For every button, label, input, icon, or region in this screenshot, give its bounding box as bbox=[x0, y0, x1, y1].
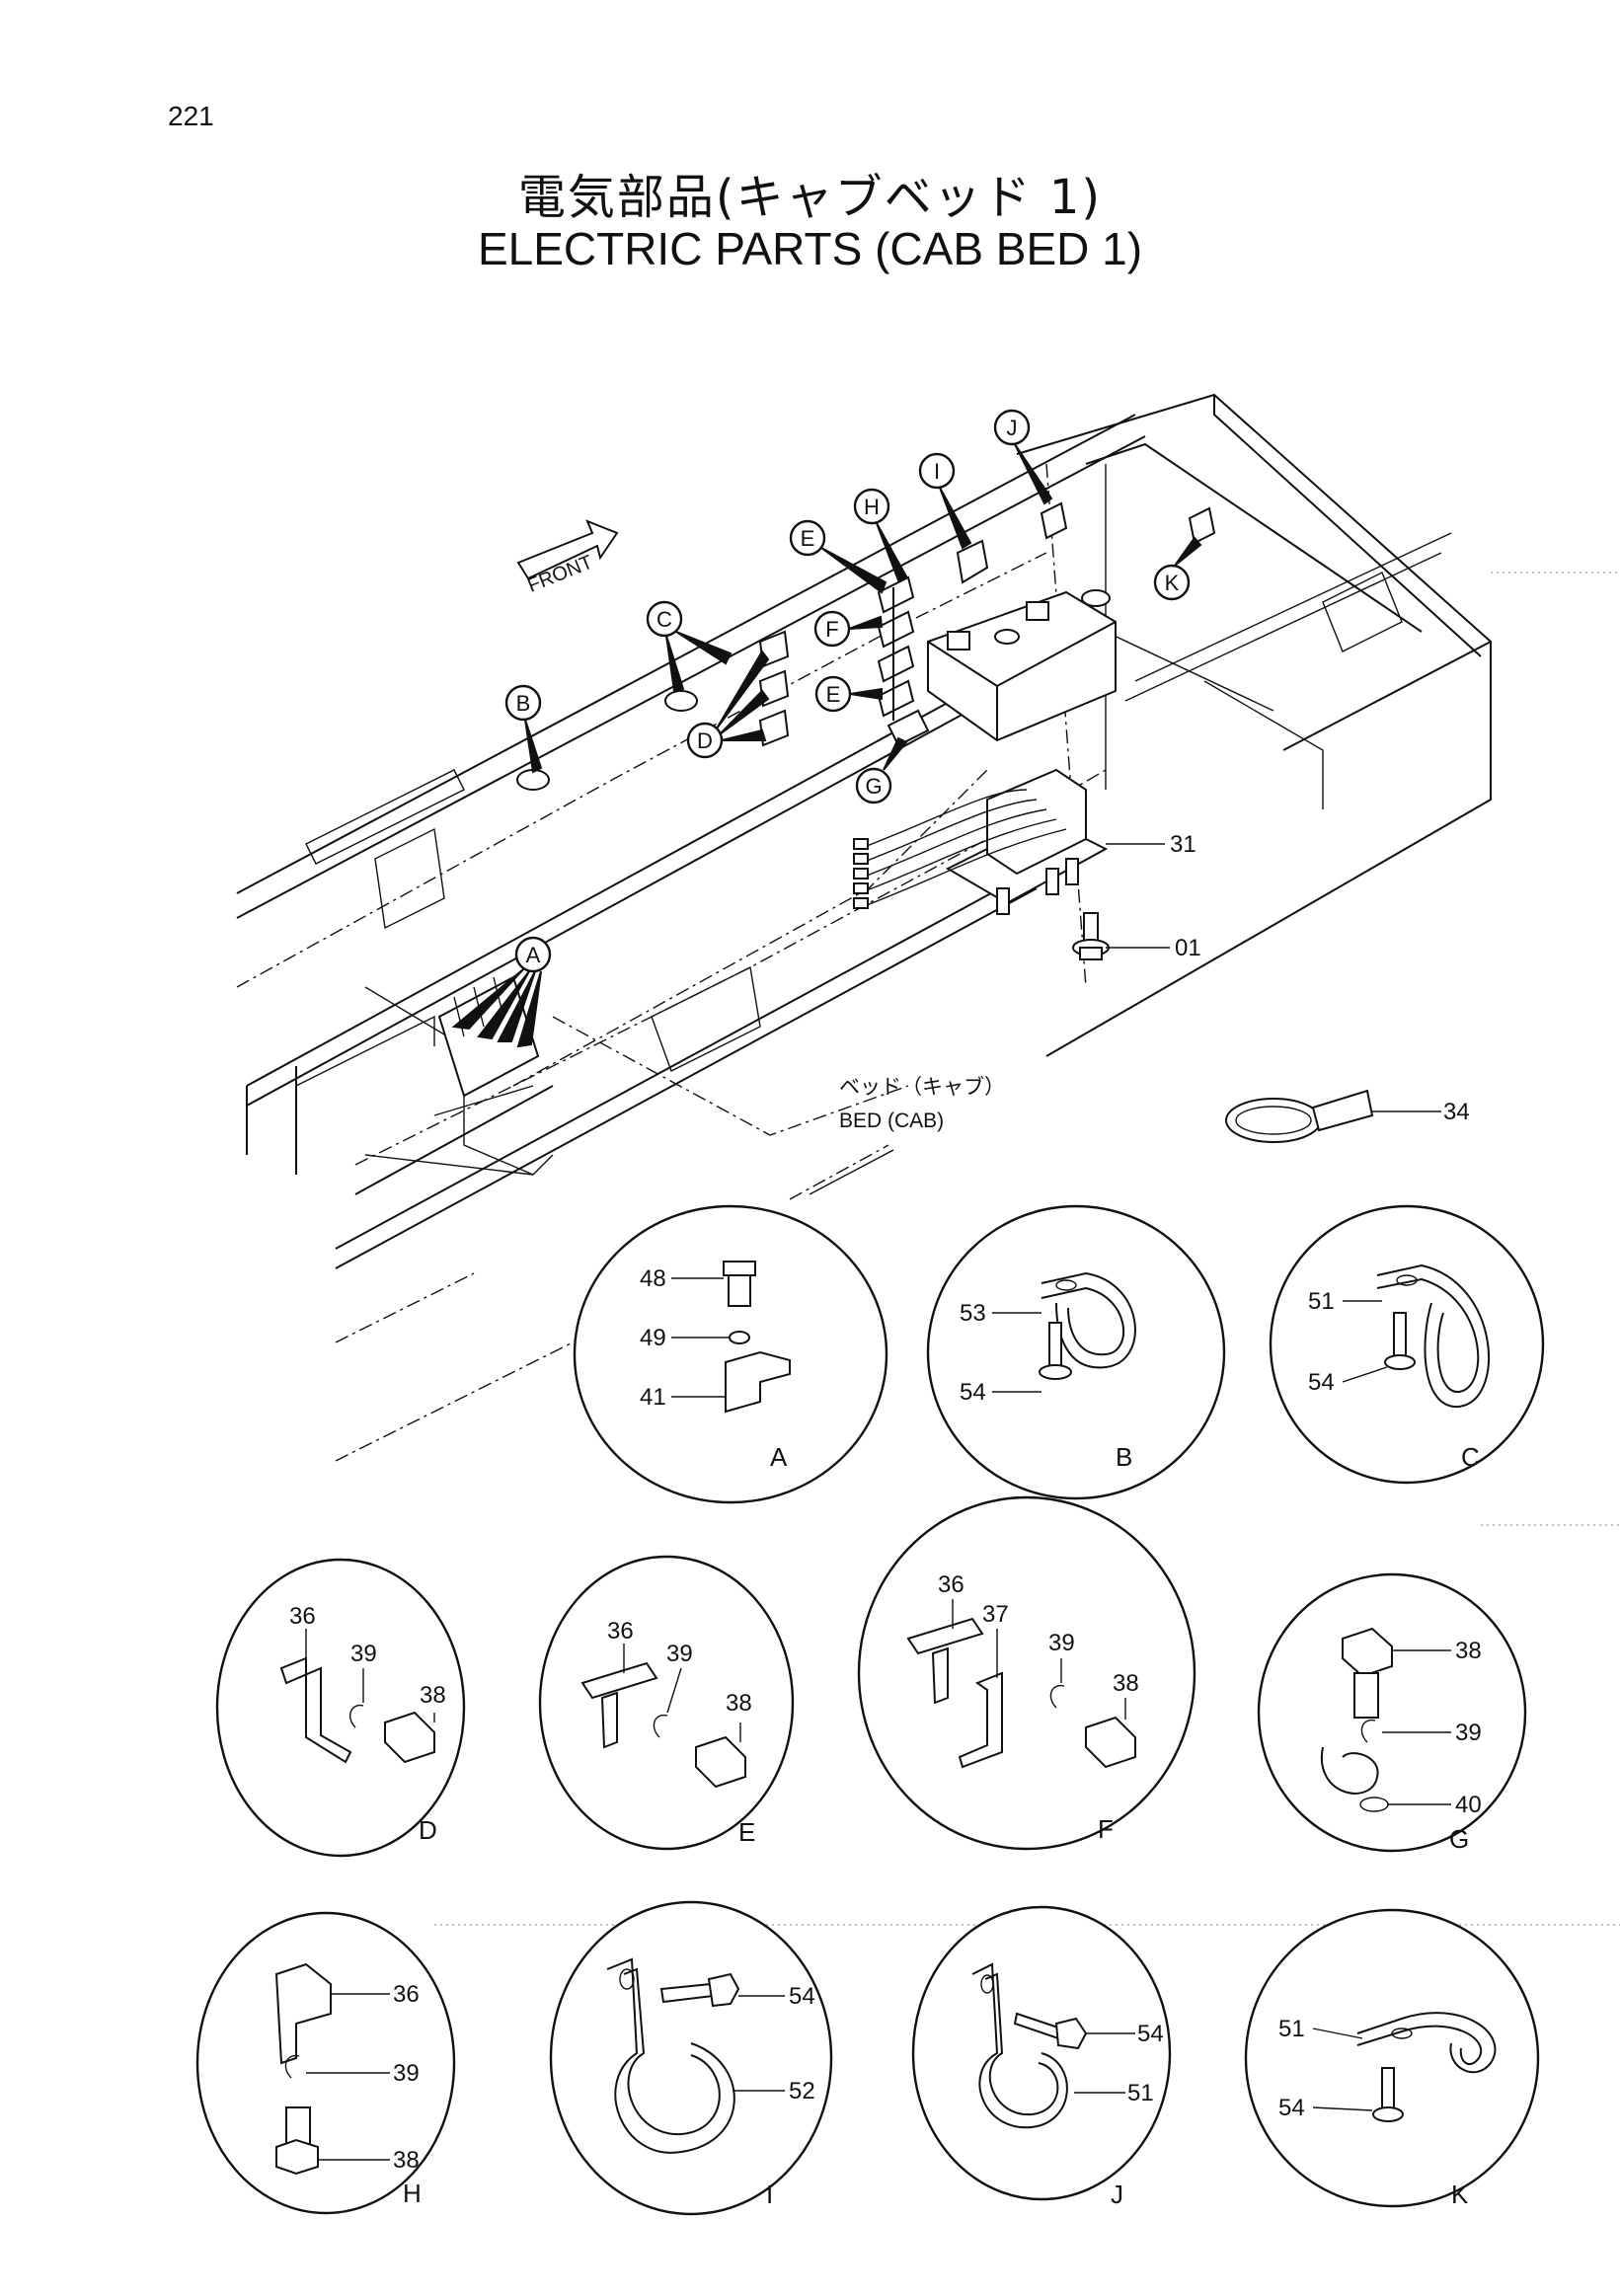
callout-j: J bbox=[1007, 416, 1018, 440]
detail-j: 54 51 J bbox=[911, 1905, 1172, 2209]
part-34-label: 34 bbox=[1443, 1099, 1470, 1125]
terminal-stack bbox=[877, 575, 930, 747]
callout-e-top: E bbox=[801, 526, 815, 551]
clamp-group-d bbox=[758, 630, 790, 747]
detail-j-tag: J bbox=[1111, 2180, 1123, 2209]
detail-k-tag: K bbox=[1451, 2180, 1469, 2209]
detail-h: 36 39 38 H bbox=[195, 1911, 456, 2215]
page-title-english: ELECTRIC PARTS (CAB BED 1) bbox=[477, 223, 1143, 274]
detail-a-tag: A bbox=[770, 1442, 788, 1472]
detail-h-part-39: 39 bbox=[393, 2060, 420, 2087]
bed-label-jp: ベッド（キャブ） bbox=[839, 1076, 1005, 1099]
detail-d-tag: D bbox=[419, 1815, 437, 1845]
detail-b: 53 54 B bbox=[926, 1204, 1226, 1500]
detail-h-tag: H bbox=[403, 2179, 422, 2208]
callout-a: A bbox=[526, 943, 541, 967]
callout-h: H bbox=[864, 495, 880, 519]
detail-d: 36 39 38 D bbox=[215, 1558, 466, 1858]
page-number: 221 bbox=[168, 101, 214, 131]
detail-f-part-37: 37 bbox=[982, 1601, 1009, 1628]
detail-k-part-54: 54 bbox=[1278, 2095, 1305, 2121]
detail-d-part-39: 39 bbox=[350, 1641, 377, 1667]
detail-b-part-53: 53 bbox=[960, 1300, 986, 1327]
detail-h-part-36: 36 bbox=[393, 1981, 420, 2008]
bolt-01 bbox=[1072, 912, 1110, 960]
detail-c-tag: C bbox=[1461, 1442, 1480, 1472]
relay-block bbox=[853, 768, 1109, 915]
page-title-japanese: 電気部品(キャブベッド 1) bbox=[517, 170, 1103, 225]
detail-i-part-52: 52 bbox=[789, 2078, 815, 2105]
detail-g: 38 39 40 G bbox=[1257, 1572, 1527, 1854]
detail-j-part-51: 51 bbox=[1127, 2080, 1154, 2106]
detail-a-part-49: 49 bbox=[640, 1325, 666, 1351]
detail-a-part-41: 41 bbox=[640, 1384, 666, 1411]
detail-e-part-36: 36 bbox=[607, 1618, 634, 1645]
detail-g-part-38: 38 bbox=[1455, 1638, 1482, 1664]
detail-e-tag: E bbox=[738, 1817, 755, 1847]
detail-f: 36 37 39 38 F bbox=[857, 1495, 1196, 1851]
callout-c: C bbox=[656, 607, 672, 632]
detail-f-part-39: 39 bbox=[1048, 1630, 1075, 1656]
callout-g: G bbox=[865, 774, 882, 799]
detail-f-part-38: 38 bbox=[1113, 1670, 1139, 1697]
detail-a: 48 49 41 A bbox=[573, 1204, 888, 1504]
detail-e-part-38: 38 bbox=[726, 1690, 752, 1717]
bed-label-en: BED (CAB) bbox=[839, 1110, 944, 1132]
detail-g-part-40: 40 bbox=[1455, 1792, 1482, 1818]
detail-c: 51 54 C bbox=[1269, 1204, 1545, 1485]
detail-g-tag: G bbox=[1449, 1824, 1469, 1854]
detail-b-part-54: 54 bbox=[960, 1379, 986, 1406]
detail-e-part-39: 39 bbox=[666, 1641, 693, 1667]
detail-i: 54 52 I bbox=[549, 1900, 833, 2216]
part-01-label: 01 bbox=[1175, 935, 1201, 961]
detail-d-part-38: 38 bbox=[420, 1682, 446, 1709]
detail-c-part-51: 51 bbox=[1308, 1288, 1335, 1315]
battery bbox=[927, 589, 1117, 742]
detail-h-part-38: 38 bbox=[393, 2147, 420, 2174]
callout-d: D bbox=[697, 728, 713, 753]
detail-d-part-36: 36 bbox=[289, 1603, 316, 1630]
part-31-label: 31 bbox=[1170, 831, 1196, 858]
detail-e: 36 39 38 E bbox=[538, 1555, 795, 1851]
front-arrow: FRONT bbox=[516, 519, 619, 597]
detail-k-part-51: 51 bbox=[1278, 2016, 1305, 2042]
callout-f: F bbox=[825, 617, 838, 642]
detail-f-part-36: 36 bbox=[938, 1571, 964, 1598]
detail-k: 51 54 K bbox=[1244, 1908, 1540, 2209]
callout-i: I bbox=[934, 459, 940, 484]
callout-b: B bbox=[516, 691, 531, 716]
detail-i-tag: I bbox=[766, 2180, 773, 2209]
detail-g-part-39: 39 bbox=[1455, 1720, 1482, 1746]
callout-k: K bbox=[1165, 571, 1180, 595]
detail-c-part-54: 54 bbox=[1308, 1369, 1335, 1396]
callout-bubbles: A B C D E F E G H bbox=[451, 409, 1202, 1048]
callout-e-lower: E bbox=[826, 682, 841, 707]
detail-a-part-48: 48 bbox=[640, 1265, 666, 1292]
cable-tie-34 bbox=[1225, 1089, 1374, 1143]
detail-b-tag: B bbox=[1116, 1442, 1132, 1472]
detail-f-tag: F bbox=[1098, 1814, 1114, 1844]
detail-j-part-54: 54 bbox=[1137, 2021, 1164, 2047]
detail-i-part-54: 54 bbox=[789, 1983, 815, 2010]
